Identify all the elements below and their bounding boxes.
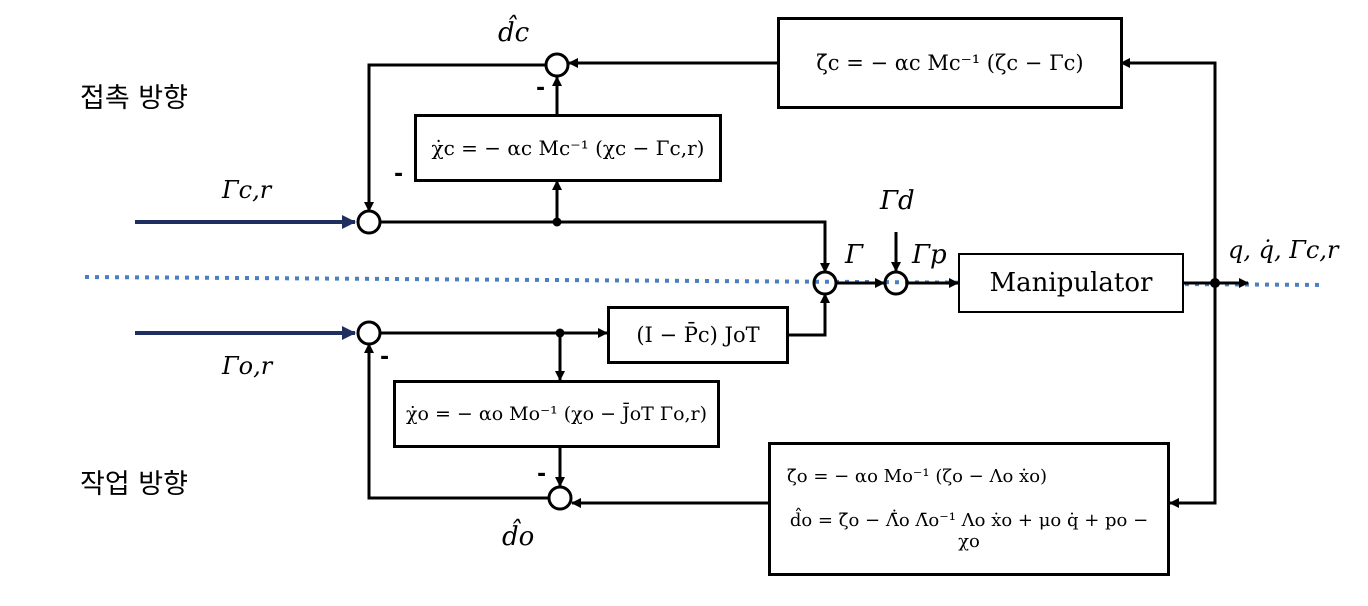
minus-sign-dc: -: [536, 76, 546, 101]
gamma-cr-label: Γc,r: [222, 176, 272, 204]
d-hat-o-label: d̂o: [502, 522, 535, 552]
branch-point-contact: [552, 217, 562, 227]
zeta-c-observer-block: ζ̇c = − αc Mc⁻¹ (ζc − Γc): [777, 17, 1123, 109]
sum-junction-contact-input: [356, 209, 382, 235]
zeta-o-observer-block: ζ̇o = − αo Mo⁻¹ (ζo − Λo ẋo) d̂o = ζ̇o −…: [768, 442, 1170, 576]
gamma-d-label: Γd: [880, 186, 915, 216]
gamma-p-label: Γp: [912, 240, 947, 270]
sum-junction-do: [547, 485, 573, 511]
manipulator-block: Manipulator: [958, 253, 1184, 313]
zeta-c-equation: ζ̇c = − αc Mc⁻¹ (ζc − Γc): [816, 51, 1084, 75]
zeta-o-equation: ζ̇o = − αo Mo⁻¹ (ζo − Λo ẋo): [787, 466, 1048, 488]
contact-direction-label: 접촉 방향: [80, 83, 188, 114]
minus-sign-contact-input: -: [394, 162, 404, 187]
output-signals-label: q, q̇, Γc,r: [1228, 236, 1339, 264]
d-hat-o-equation: d̂o = ζ̇o − Λ̄̇o Λ̄o⁻¹ Λo ẋo + μo q̇ + p…: [789, 509, 1149, 552]
d-hat-c-label: d̂c: [498, 18, 530, 48]
branch-point-output: [1210, 278, 1220, 288]
gamma-or-label: Γo,r: [222, 352, 273, 380]
gamma-label: Γ: [845, 240, 864, 270]
chi-o-filter-block: χ̇o = − αo Mo⁻¹ (χo − J̄oT Γo,r): [393, 380, 720, 448]
branch-point-task: [555, 328, 565, 338]
projection-expression: (I − P̄c) JoT: [636, 323, 760, 347]
sum-junction-dc: [544, 52, 570, 78]
sum-junction-task-input: [356, 320, 382, 346]
projection-block: (I − P̄c) JoT: [607, 306, 789, 364]
minus-sign-task-input: -: [380, 345, 390, 370]
chi-c-filter-block: χ̇c = − αc Mc⁻¹ (χc − Γc,r): [414, 114, 722, 182]
chi-c-equation: χ̇c = − αc Mc⁻¹ (χc − Γc,r): [431, 136, 705, 160]
minus-sign-do: -: [537, 462, 547, 487]
manipulator-label: Manipulator: [989, 268, 1153, 298]
chi-o-equation: χ̇o = − αo Mo⁻¹ (χo − J̄oT Γo,r): [405, 403, 708, 425]
task-direction-label: 작업 방향: [80, 469, 188, 500]
